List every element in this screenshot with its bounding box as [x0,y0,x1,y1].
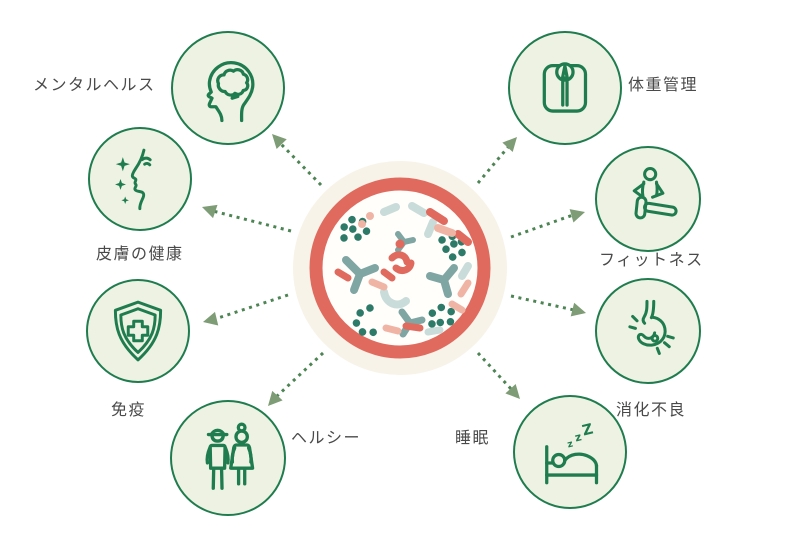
arrow-to-immunity [203,293,289,326]
node-weight-management [508,31,622,145]
node-label-sleep: 睡眠 [455,430,491,447]
bacteria-shapes [334,202,472,338]
arrow-to-weight-management [476,137,517,184]
node-immunity [86,279,190,383]
node-label-immunity: 免疫 [111,402,147,419]
stretching-person-icon [595,146,701,252]
node-label-skin-health: 皮膚の健康 [96,246,184,263]
zzz-large: Z [581,421,595,440]
node-healthy [170,400,286,516]
node-label-healthy: ヘルシー [291,430,362,447]
node-skin-health [88,127,192,231]
stomach-icon [595,278,701,384]
node-label-mental-health: メンタルヘルス [33,77,156,94]
gut-microbiome-icon [293,161,507,375]
node-label-indigestion: 消化不良 [616,402,687,419]
sleeping-bed-icon: z z Z [513,395,627,509]
couple-icon [170,400,286,516]
zzz-small: z [566,438,574,450]
zzz-medium: z [574,430,583,444]
node-label-weight-management: 体重管理 [628,77,699,94]
node-sleep: z z Z [513,395,627,509]
arrow-to-skin-health [202,204,292,233]
arrow-to-mental-health [272,134,323,187]
node-mental-health [171,31,285,145]
shield-cross-icon [86,279,190,383]
arrow-to-healthy [268,351,325,406]
arrow-to-fitness [510,209,585,239]
arrow-to-indigestion [510,294,586,317]
arrow-to-sleep [476,351,520,399]
face-sparkles-icon [88,127,192,231]
brain-icon [171,31,285,145]
weight-scale-icon [508,31,622,145]
node-fitness [595,146,701,252]
node-label-fitness: フィットネス [599,252,704,269]
node-indigestion [595,278,701,384]
